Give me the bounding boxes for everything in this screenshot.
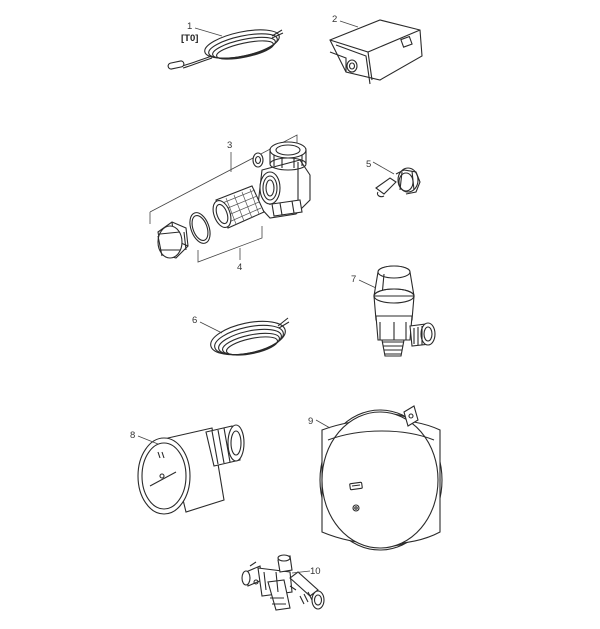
part-9-expansion-vessel-icon [319, 405, 443, 551]
part-6-coiled-cable-icon [210, 317, 290, 356]
part-4-filter-element-icon [189, 185, 265, 263]
part-1-sensor-cable-icon [167, 29, 284, 70]
callout-7: 7 [351, 274, 356, 285]
callout-3: 3 [227, 140, 232, 151]
part-5-plug-fitting-icon [375, 167, 421, 198]
callout-4: 4 [237, 262, 242, 273]
part-3-valve-body-icon [252, 141, 311, 219]
part-3-hex-plug-icon [157, 221, 189, 259]
callout-8: 8 [130, 430, 135, 441]
callout-10: 10 [310, 566, 321, 577]
callout-6: 6 [192, 315, 197, 326]
part-8-pressure-gauge-icon [137, 424, 245, 515]
callout-1: 1 [187, 21, 192, 32]
callout-2: 2 [332, 14, 337, 25]
callout-1-tag: [T0] [181, 33, 198, 44]
callout-9: 9 [308, 416, 313, 427]
part-2-sensor-cover-icon [329, 19, 423, 85]
part-10-fill-valve-icon [241, 554, 325, 611]
callout-5: 5 [366, 159, 371, 170]
part-7-safety-valve-icon [373, 265, 436, 357]
